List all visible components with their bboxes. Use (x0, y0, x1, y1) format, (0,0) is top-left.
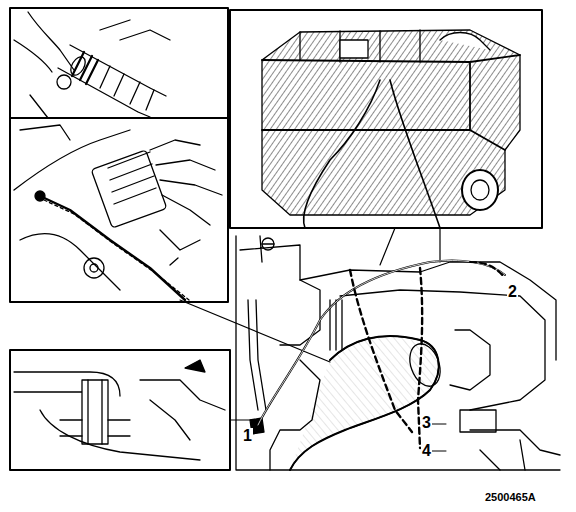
connector-inset (10, 118, 228, 302)
callout-leader (432, 424, 446, 451)
callout-number: 3 (421, 415, 432, 431)
callout-number: 4 (421, 443, 432, 459)
callout-number: 1 (242, 428, 253, 444)
figure-code: 2500465A (484, 492, 537, 503)
engine-bay-view (236, 236, 560, 470)
tank-inset (230, 10, 542, 228)
hose-route (258, 261, 505, 448)
hose-clamp-inset (10, 8, 228, 118)
clip-inset (10, 350, 230, 470)
callout-number: 2 (507, 284, 518, 300)
